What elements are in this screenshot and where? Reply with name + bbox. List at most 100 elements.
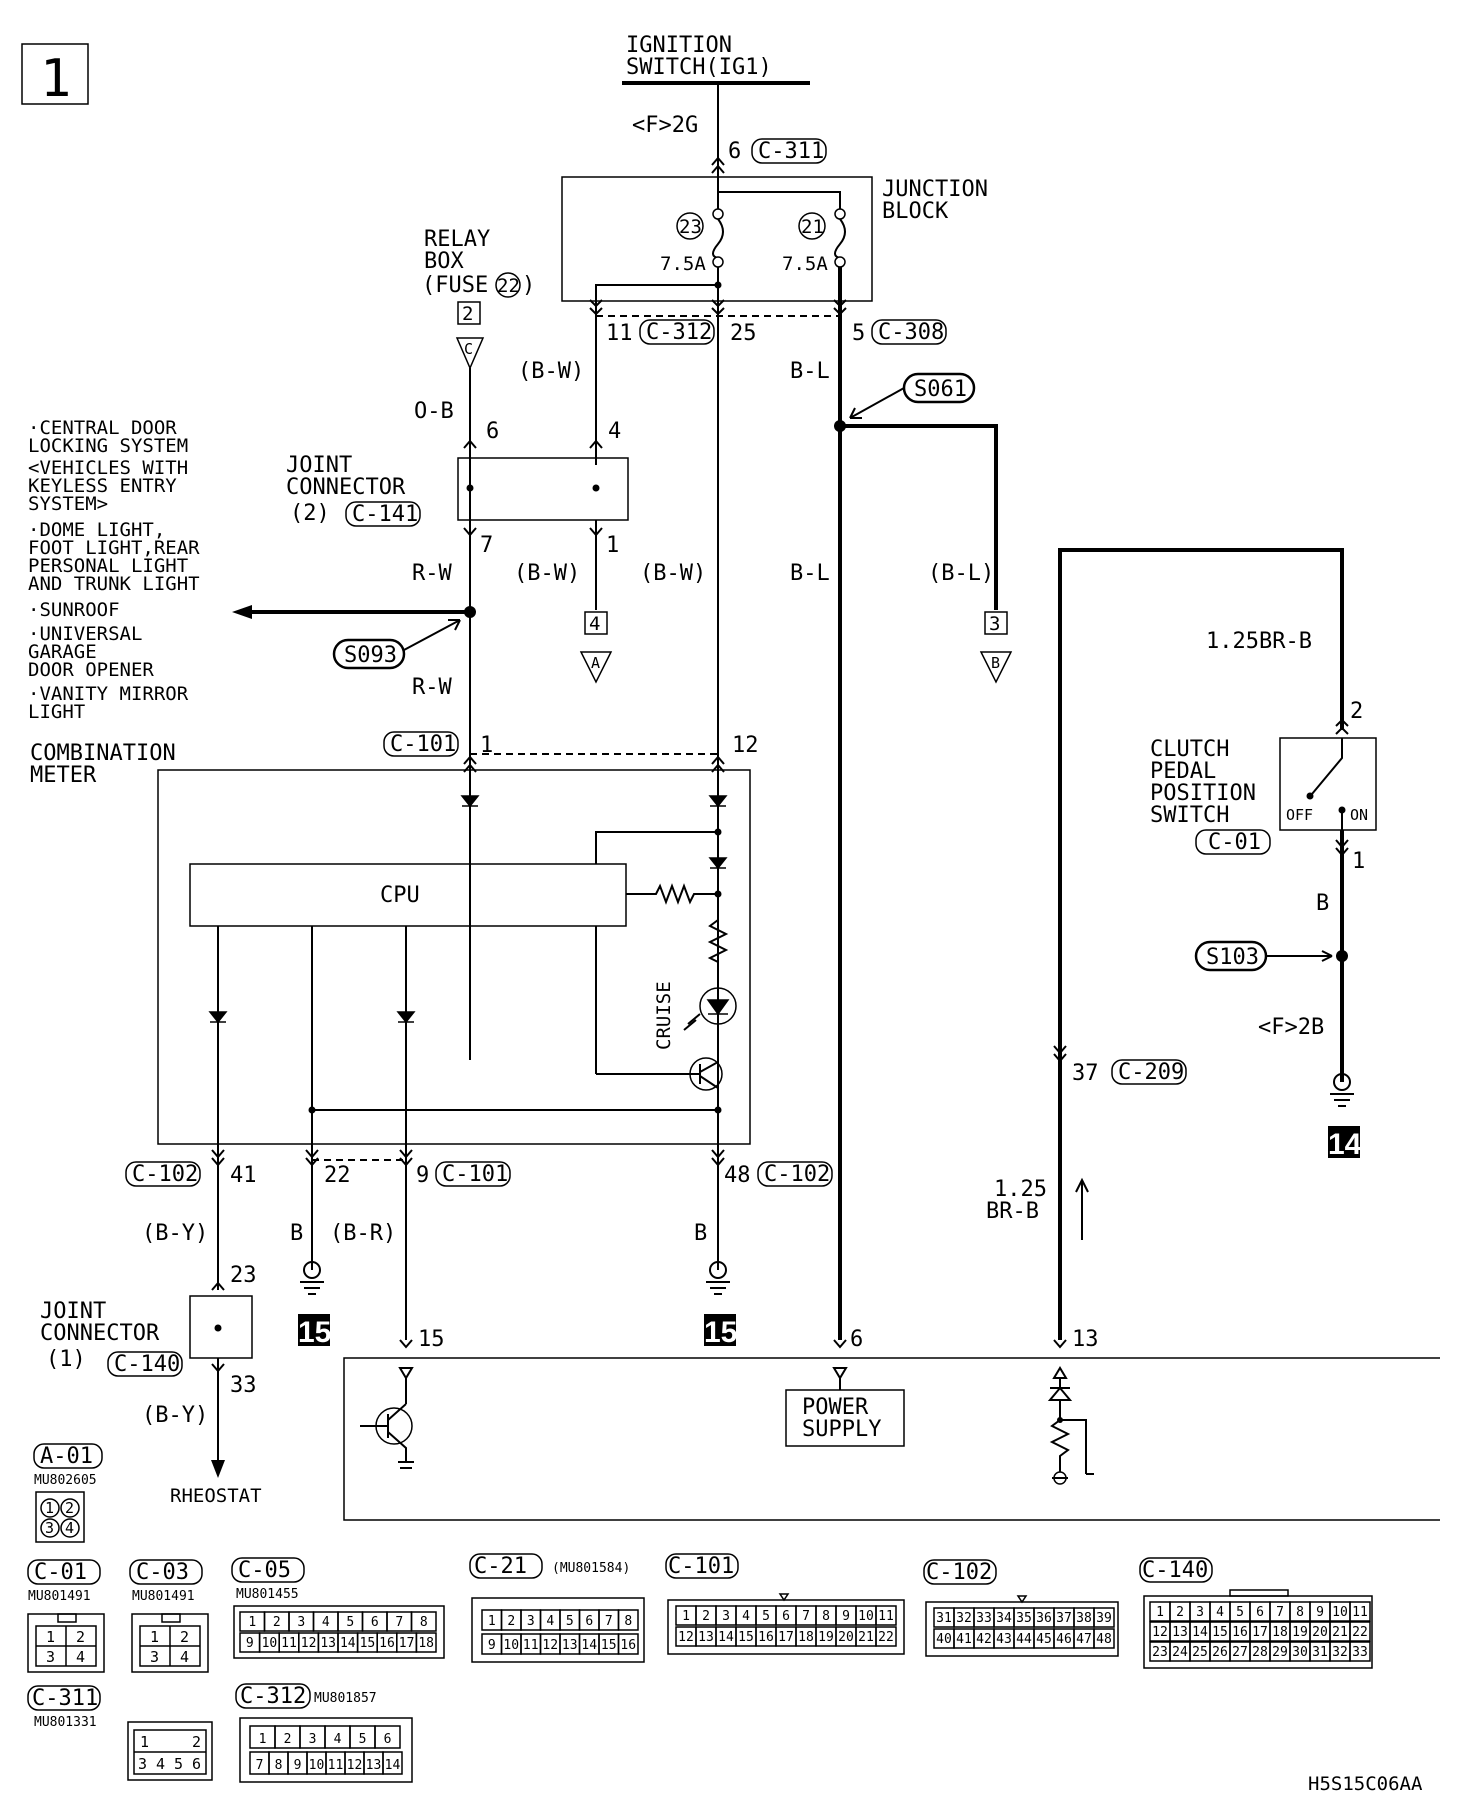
joint-connector-2-label-2: CONNECTOR: [286, 475, 406, 500]
wire-rw-label: R-W: [412, 561, 452, 586]
c312-top-pin: 2: [284, 1732, 292, 1747]
conn-c140-pill: [1139, 1557, 1213, 1583]
c101-top-pin: 11: [878, 1609, 894, 1624]
load-vanity-1: ·VANITY MIRROR: [28, 683, 189, 705]
c140-r1-pin: 1: [1156, 1605, 1164, 1620]
c140-r1-pin: 8: [1296, 1605, 1304, 1620]
c140-r3-pin: 30: [1292, 1645, 1308, 1660]
ground-15b-box: [704, 1314, 736, 1346]
cruise-led: [706, 999, 730, 1016]
arrow-to-rheostat: [211, 1460, 225, 1478]
c312-bot-pin: 13: [366, 1758, 382, 1773]
conn-c102-id: C-102: [926, 1560, 992, 1585]
c140-r2-pin: 22: [1352, 1625, 1368, 1640]
pin-48: 48: [724, 1163, 751, 1188]
c102-top-pin: 39: [1096, 1611, 1112, 1626]
c21-top-pin: 5: [566, 1614, 574, 1629]
c140-r3-pin: 29: [1272, 1645, 1288, 1660]
junction-block-label: JUNCTION: [882, 177, 988, 202]
joint-connector-1-label-3: (1): [46, 1347, 86, 1372]
c140-r1-pin: 2: [1176, 1605, 1184, 1620]
wire-bw-label-3: (B-W): [640, 561, 706, 586]
pin-marker-joint1-top: [211, 1281, 225, 1291]
connector-c102-right: C-102: [764, 1162, 830, 1187]
pin-marker-37: [1053, 1045, 1067, 1063]
c140-r3-pin: 28: [1252, 1645, 1268, 1660]
conn-c102-key: [1016, 1595, 1028, 1604]
c05-top-pin: 5: [346, 1615, 354, 1630]
load-sunroof: ·SUNROOF: [28, 599, 120, 621]
signal-arrow: [1075, 1177, 1089, 1240]
c140-r1-pin: 11: [1352, 1605, 1368, 1620]
pin-markers-meter-bot: [211, 1149, 725, 1167]
c102-bot-pin: 43: [996, 1632, 1012, 1647]
fuse-23-terminal-top: [712, 208, 724, 220]
joint-connector-1-label-2: CONNECTOR: [40, 1321, 160, 1346]
ref-4-box: [584, 611, 608, 635]
c21-top-pin: 8: [624, 1614, 632, 1629]
fuse-23-rating: 7.5A: [660, 253, 706, 275]
connector-c312: C-312: [646, 320, 712, 345]
c140-r2-pin: 18: [1272, 1625, 1288, 1640]
c311-p5: 5: [174, 1755, 183, 1773]
c140-r1-pin: 9: [1316, 1605, 1324, 1620]
transistor-symbol: [596, 1061, 719, 1089]
c05-bot-pin: 9: [246, 1636, 254, 1651]
fuse-23-symbol: [712, 218, 724, 259]
pin-15-ecm: 15: [418, 1327, 445, 1352]
a01-pin1-label: 1: [45, 1499, 54, 1517]
pin-1-joint: 1: [606, 533, 619, 558]
splice-s093: S093: [344, 643, 397, 668]
c140-r2-cell: [1349, 1621, 1371, 1642]
c21-top-cell: [617, 1609, 639, 1631]
connector-c101-top: C-101: [390, 732, 456, 757]
c21-top-pin: 3: [527, 1614, 535, 1629]
c21-bot-pin: 13: [562, 1638, 578, 1653]
c102-bot-pin: 41: [956, 1632, 972, 1647]
ecm-input-13: [1047, 1366, 1087, 1474]
joint-connector-2-label-3: (2): [290, 501, 330, 526]
conn-c312-body: [239, 1717, 413, 1783]
diode-1: [460, 795, 480, 808]
c101-bot-pin: 15: [738, 1630, 754, 1645]
c312-top-pin: 5: [359, 1732, 367, 1747]
connector-c308: C-308: [878, 320, 944, 345]
ground-14-box: [1328, 1126, 1360, 1158]
c311-p2: 2: [192, 1733, 201, 1751]
pin-41: 41: [230, 1163, 257, 1188]
wire-b-clutch-label: B: [1316, 891, 1329, 916]
ecm-input-13-node: [1057, 1417, 1063, 1423]
diode-5: [396, 1011, 416, 1024]
c01-p3: 3: [46, 1648, 55, 1666]
cruise-led-rays: [683, 1013, 701, 1031]
c101-bot-pin: 21: [858, 1630, 874, 1645]
c312-bot-cell: [382, 1751, 403, 1775]
c101-bot-pin: 17: [778, 1630, 794, 1645]
c102-top-pin: 34: [996, 1611, 1012, 1626]
load-central-door-1: ·CENTRAL DOOR: [28, 417, 177, 439]
load-garage-1: ·UNIVERSAL: [28, 623, 142, 645]
ref-3-box: [984, 611, 1008, 635]
c101-bot-pin: 13: [698, 1630, 714, 1645]
a01-pin4-label: 4: [65, 1519, 74, 1537]
wire-b-48-label: B: [694, 1221, 707, 1246]
joint2-dot-left: [466, 484, 474, 492]
meter-node-b: [714, 890, 722, 898]
a01-pin3: [40, 1518, 60, 1538]
pin-markers-junction: [589, 299, 847, 316]
pin-markers-joint2-top: [463, 439, 603, 449]
c312-bot-pin: 10: [309, 1758, 325, 1773]
conn-c01-part: MU801491: [28, 1589, 91, 1604]
page-number-box: [21, 43, 89, 105]
c101-top-pin: 4: [742, 1609, 750, 1624]
cpu-label: CPU: [380, 883, 420, 908]
connector-c209-pill: [1111, 1059, 1187, 1085]
a01-pin3-label: 3: [45, 1519, 54, 1537]
load-central-door-4: KEYLESS ENTRY: [28, 475, 177, 497]
c312-top-pin: 3: [309, 1732, 317, 1747]
c140-r3-pin: 25: [1192, 1645, 1208, 1660]
c21-bot-pin: 11: [523, 1638, 539, 1653]
c05-top-pin: 4: [322, 1615, 330, 1630]
cruise-led-circle: [699, 987, 737, 1025]
